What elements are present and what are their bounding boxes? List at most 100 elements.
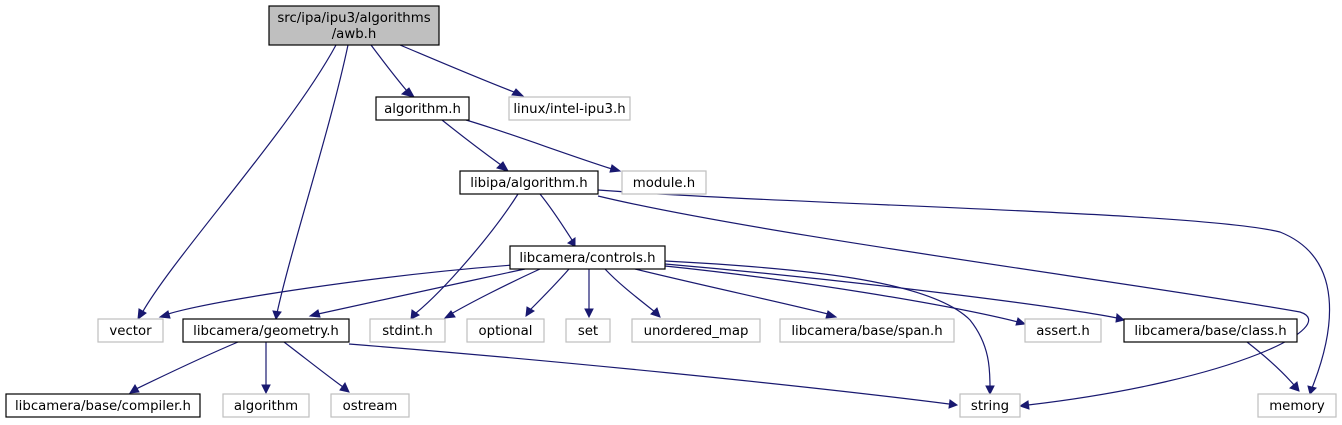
edge-line — [597, 195, 1310, 406]
edge-libipa-algorithm-h-to-memory — [597, 189, 1331, 395]
node-box — [268, 5, 440, 46]
arrowhead — [1018, 400, 1030, 410]
node-memory: memory — [1257, 393, 1337, 418]
edge-line — [399, 44, 515, 93]
edge-line — [664, 265, 1019, 323]
edge-libcamera-geometry-h-to-string — [348, 343, 959, 409]
edge-line — [370, 44, 408, 92]
edge-line — [317, 268, 526, 315]
node-vector: vector — [97, 318, 164, 343]
node-libcamera-base-compiler-h[interactable]: libcamera/base/compiler.h — [5, 393, 201, 418]
node-assert-h: assert.h — [1024, 318, 1102, 343]
node-label: /awb.h — [332, 27, 377, 42]
arrowhead — [308, 309, 321, 318]
node-algorithm-h[interactable]: algorithm.h — [375, 96, 470, 121]
edge-libcamera-controls-h-to-libcamera-base-span-h — [634, 268, 838, 319]
node-box — [375, 96, 470, 121]
node-libipa-algorithm-h[interactable]: libipa/algorithm.h — [459, 170, 599, 195]
node-label: libipa/algorithm.h — [470, 176, 587, 191]
edge-line — [529, 268, 570, 311]
edge-line — [604, 268, 656, 313]
nodes-layer: src/ipa/ipu3/algorithms/awb.h algorithm.h… — [5, 5, 1337, 418]
arrowhead — [948, 399, 959, 409]
edge-line — [465, 119, 613, 170]
edge-libcamera-base-class-h-to-memory — [1246, 341, 1300, 392]
node-label: string — [971, 399, 1009, 414]
arrowhead — [496, 161, 510, 172]
node-label: src/ipa/ipu3/algorithms — [277, 11, 430, 26]
arrowhead — [1115, 313, 1126, 323]
edge-line — [348, 343, 950, 405]
node-libcamera-base-class-h[interactable]: libcamera/base/class.h — [1123, 318, 1298, 343]
arrowhead — [584, 308, 594, 319]
arrowhead — [985, 385, 995, 396]
edge-algorithm-h-to-module-h — [465, 119, 622, 173]
node-linux-intel-ipu3-h: linux/intel-ipu3.h — [508, 96, 631, 121]
edge-line — [597, 189, 1331, 389]
edge-libipa-algorithm-h-to-stdint-h — [410, 193, 519, 320]
node-libcamera-base-span-h: libcamera/base/span.h — [779, 318, 955, 343]
node-label: linux/intel-ipu3.h — [513, 102, 625, 117]
node-root[interactable]: src/ipa/ipu3/algorithms/awb.h — [268, 5, 440, 46]
arrowhead — [410, 309, 420, 320]
node-libcamera-controls-h[interactable]: libcamera/controls.h — [509, 245, 666, 270]
edge-line — [441, 119, 502, 166]
node-box — [1123, 318, 1298, 343]
edge-line — [135, 341, 239, 390]
node-libcamera-geometry-h[interactable]: libcamera/geometry.h — [182, 318, 350, 343]
node-label: optional — [479, 324, 533, 339]
arrowhead — [525, 306, 535, 317]
arrowhead — [511, 88, 525, 97]
node-box — [459, 170, 599, 195]
node-label: vector — [109, 324, 152, 339]
arrowhead — [339, 381, 350, 393]
node-label: set — [578, 324, 598, 339]
arrowhead — [443, 310, 456, 319]
edge-algorithm-h-to-libipa-algorithm-h — [441, 119, 510, 172]
edge-line — [283, 341, 344, 388]
node-box — [508, 96, 631, 121]
node-box — [959, 393, 1021, 418]
arrowhead — [566, 237, 576, 247]
arrowhead — [825, 310, 838, 319]
edge-root-to-algorithm-h — [370, 44, 415, 98]
edge-line — [1246, 341, 1295, 386]
edge-libipa-algorithm-h-to-string — [597, 195, 1310, 410]
edge-line — [141, 44, 337, 314]
edge-libcamera-controls-h-to-vector — [158, 264, 514, 319]
edge-root-to-linux-intel-ipu3-h — [399, 44, 525, 97]
edge-line — [664, 263, 1118, 319]
edge-line — [539, 193, 573, 241]
edge-libcamera-controls-h-to-libcamera-base-class-h — [664, 263, 1126, 323]
arrowhead — [137, 308, 147, 321]
node-label: libcamera/geometry.h — [193, 324, 339, 339]
node-label: ostream — [343, 399, 398, 414]
edge-line — [276, 44, 349, 314]
arrowhead — [1307, 385, 1317, 395]
edge-libcamera-controls-h-to-libcamera-geometry-h — [308, 268, 526, 318]
node-box — [779, 318, 955, 343]
edge-line — [450, 268, 541, 315]
node-label: algorithm.h — [384, 102, 461, 117]
arrowhead — [1289, 381, 1300, 392]
edge-libcamera-controls-h-to-stdint-h — [443, 268, 541, 319]
node-set: set — [565, 318, 611, 343]
edge-line — [167, 264, 514, 315]
node-label: libcamera/base/span.h — [791, 324, 942, 339]
node-label: algorithm — [234, 399, 298, 414]
node-box — [1024, 318, 1102, 343]
node-box — [1257, 393, 1337, 418]
node-box — [369, 318, 446, 343]
arrowhead — [129, 384, 140, 394]
edge-libipa-algorithm-h-to-libcamera-controls-h — [539, 193, 576, 247]
arrowhead — [650, 307, 661, 318]
edge-libcamera-geometry-h-to-ostream — [283, 341, 350, 393]
edges-layer — [129, 44, 1331, 410]
node-label: memory — [1269, 399, 1325, 414]
node-label: unordered_map — [644, 324, 749, 339]
node-box — [565, 318, 611, 343]
node-box — [5, 393, 201, 418]
node-label: module.h — [633, 176, 696, 191]
edge-libcamera-controls-h-to-unordered-map — [604, 268, 661, 318]
